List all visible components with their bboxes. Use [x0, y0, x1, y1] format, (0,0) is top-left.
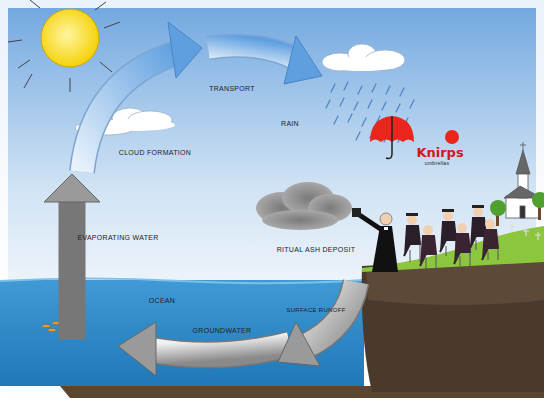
process-label: CLOUD FORMATION — [119, 149, 191, 156]
arrow-head — [44, 174, 100, 202]
ocean-surface — [0, 279, 364, 284]
priest — [352, 208, 398, 272]
arrow-shaft-edge — [208, 46, 298, 60]
arrow-shaft — [208, 46, 298, 60]
mourners — [404, 205, 498, 270]
sun-disc — [41, 9, 99, 67]
mourner — [404, 213, 420, 262]
runoff-arrow — [278, 282, 356, 366]
umbrella-handle — [386, 116, 392, 159]
brand-tagline: umbrellas — [425, 161, 449, 166]
process-label: GROUNDWATER — [193, 327, 252, 334]
arrow-head — [118, 322, 156, 376]
logo-dot — [445, 130, 459, 144]
arrow-shaft — [152, 344, 290, 355]
groundwater-arrow — [118, 322, 290, 376]
arrow-head — [168, 22, 202, 78]
sun — [8, 0, 120, 92]
gravestones — [509, 224, 541, 240]
arrow-shaft — [306, 282, 356, 346]
mourner — [454, 223, 470, 266]
mourner — [420, 225, 436, 270]
process-label: TRANSPORT — [209, 85, 255, 92]
process-label: OCEAN — [149, 297, 175, 304]
arrow-head — [284, 36, 322, 84]
sun-rays — [8, 0, 120, 92]
arrow-shaft — [60, 200, 84, 340]
arrow-head — [278, 322, 320, 366]
arrow-shaft-edge — [59, 200, 86, 340]
ocean — [0, 280, 364, 386]
process-label: SURFACE RUNOFF — [286, 307, 345, 313]
process-label: EVAPORATING WATER — [77, 234, 158, 241]
cloud — [322, 44, 405, 71]
process-label: RITUAL ASH DEPOSIT — [277, 246, 356, 253]
mourner — [440, 209, 456, 256]
cliff — [362, 256, 544, 392]
brand-logo-text: Knirps — [416, 146, 463, 159]
ash-cloud — [256, 182, 352, 230]
rain — [326, 82, 414, 142]
trees — [490, 192, 544, 226]
arrow-shaft-edge — [306, 282, 356, 346]
mourner — [482, 219, 498, 260]
process-label: RAIN — [281, 120, 299, 127]
evaporation-arrow — [82, 22, 202, 172]
evaporating-arrow — [44, 174, 100, 340]
arrow-shaft-edge — [152, 344, 290, 355]
transport-arrow — [208, 36, 322, 84]
